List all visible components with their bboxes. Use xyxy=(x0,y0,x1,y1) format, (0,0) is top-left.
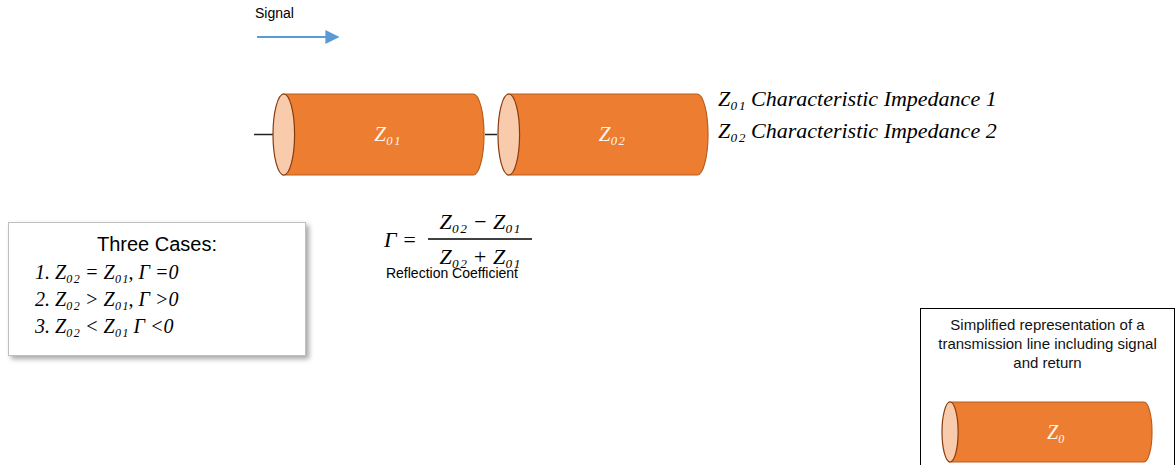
formula-caption: Reflection Coefficient xyxy=(342,264,562,282)
cylinder-cap xyxy=(498,94,520,175)
impedance-name: Z₀ xyxy=(1047,421,1065,444)
cylinder-cap xyxy=(273,94,295,175)
signal-arrow xyxy=(257,36,338,38)
legend-box: Simplified representation of a transmiss… xyxy=(920,308,1175,465)
box-heading: Three Cases: xyxy=(21,231,293,257)
case-line: 2. Z₀₂ > Z₀₁, Γ >0 xyxy=(35,286,293,313)
impedance-name: Z₀₁ xyxy=(374,122,400,147)
signal-label: Signal xyxy=(255,4,294,22)
formula-numerator: Z₀₂ − Z₀₁ xyxy=(370,207,590,236)
cases-box: Three Cases:1. Z₀₂ = Z₀₁, Γ =02. Z₀₂ > Z… xyxy=(8,222,306,356)
box-heading: Simplified representation of a transmiss… xyxy=(931,315,1164,372)
fraction-bar xyxy=(428,238,532,239)
cylinder-body xyxy=(283,94,484,175)
transmission-line: Z₀₁ xyxy=(272,93,485,176)
line-junction xyxy=(485,134,497,136)
transmission-line: Z₀ xyxy=(941,401,1153,463)
cylinder-cap xyxy=(942,402,958,462)
transmission-line: Z₀₂ xyxy=(497,93,709,176)
case-line: 1. Z₀₂ = Z₀₁, Γ =0 xyxy=(35,259,293,286)
case-line: 3. Z₀₂ < Z₀₁ Γ <0 xyxy=(35,313,293,340)
cylinder-body xyxy=(508,94,708,175)
formula-part: Γ = xyxy=(384,225,417,254)
impedance-name: Z₀₂ xyxy=(599,122,625,147)
impedance-label: Z₀₁ Characteristic Impedance 1 xyxy=(718,84,997,113)
impedance-label: Z₀₂ Characteristic Impedance 2 xyxy=(718,116,997,145)
cylinder-body xyxy=(949,402,1152,462)
